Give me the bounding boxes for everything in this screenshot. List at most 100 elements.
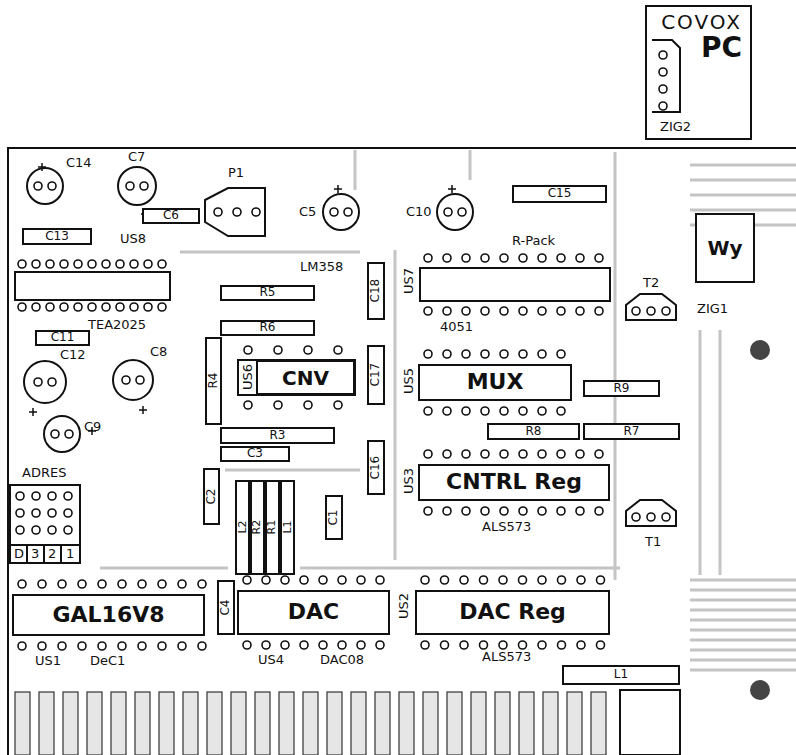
solder-pad	[424, 307, 432, 315]
solder-pad	[34, 378, 42, 386]
solder-pad	[158, 303, 166, 311]
solder-pad	[130, 260, 138, 268]
solder-pad	[647, 513, 655, 521]
solder-pad	[424, 450, 432, 458]
gold-finger	[279, 692, 294, 755]
part-designator: R5	[260, 286, 276, 299]
solder-pad	[557, 307, 565, 315]
solder-pad	[48, 509, 56, 517]
solder-pad	[557, 450, 565, 458]
gold-finger	[87, 692, 102, 755]
solder-pad	[481, 507, 489, 515]
gold-finger	[207, 692, 222, 755]
solder-pad	[32, 492, 40, 500]
part-designator: C4	[219, 599, 232, 615]
part-designator: R1	[266, 520, 278, 535]
solder-pad	[116, 260, 124, 268]
part-designator: C16	[369, 456, 382, 480]
solder-pad	[122, 376, 130, 384]
solder-pad	[557, 350, 565, 358]
inductor-outline: L1	[562, 665, 680, 685]
covox-connector	[652, 40, 680, 112]
solder-pad	[595, 450, 603, 458]
gold-finger	[399, 692, 414, 755]
solder-pad	[281, 576, 289, 584]
resistor-outline: R2	[250, 480, 265, 575]
solder-pad	[462, 307, 470, 315]
copper-traces	[100, 150, 796, 670]
solder-pad	[595, 254, 603, 262]
solder-pad	[441, 576, 449, 584]
part-label: P1	[228, 166, 244, 180]
inductor-outline: L1	[280, 480, 295, 575]
solder-pad	[499, 576, 507, 584]
connector-outline: Wy	[695, 213, 755, 283]
part-label: C8	[150, 345, 167, 359]
part-designator: C2	[205, 488, 218, 504]
solder-pad	[557, 254, 565, 262]
part-label: US4	[258, 653, 284, 667]
solder-pad	[262, 641, 270, 649]
solder-pad	[576, 307, 584, 315]
solder-pad	[500, 407, 508, 415]
part-title: DAC	[288, 600, 339, 624]
part-designator: C3	[247, 447, 263, 460]
solder-pad	[458, 208, 466, 216]
resistor-outline: R1	[265, 480, 280, 575]
capacitor-outline: C11	[35, 330, 90, 346]
solder-pad	[538, 450, 546, 458]
solder-pad	[481, 407, 489, 415]
capacitor-outline: C2	[203, 468, 220, 525]
solder-pad	[462, 507, 470, 515]
solder-pad	[118, 580, 126, 588]
solder-pad	[32, 526, 40, 534]
part-designator: R8	[526, 425, 542, 438]
solder-pad	[58, 580, 66, 588]
part-label: US6	[241, 364, 255, 390]
gold-finger	[39, 692, 54, 755]
part-label: ADRES	[22, 466, 66, 480]
solder-pad	[262, 576, 270, 584]
capacitor-outline: C3	[220, 446, 290, 462]
resistor-outline: R5	[220, 285, 315, 301]
solder-pad	[58, 642, 66, 650]
solder-pad	[64, 526, 72, 534]
gold-finger	[351, 692, 366, 755]
ic-body: CNV	[256, 360, 355, 395]
solder-pad	[274, 401, 282, 409]
solder-pad	[51, 430, 59, 438]
address-jumper	[10, 485, 80, 563]
board-notch	[620, 690, 680, 755]
part-label: ALS573	[482, 520, 531, 534]
solder-pad	[304, 346, 312, 354]
part-label: DAC08	[320, 653, 364, 667]
solder-pad	[102, 303, 110, 311]
solder-pad	[576, 507, 584, 515]
gold-finger	[543, 692, 558, 755]
solder-pad	[424, 350, 432, 358]
ic-body: DAC	[237, 590, 390, 635]
solder-pad	[500, 254, 508, 262]
gold-finger	[423, 692, 438, 755]
solder-pad	[144, 303, 152, 311]
part-designator: R7	[624, 425, 640, 438]
board-outline	[8, 148, 796, 755]
part-title: PC	[701, 33, 742, 64]
solder-pad	[140, 182, 148, 190]
solder-pad	[538, 641, 546, 649]
solder-pad	[443, 407, 451, 415]
solder-pad	[38, 580, 46, 588]
solder-pad	[300, 641, 308, 649]
solder-pad	[647, 307, 655, 315]
part-designator: C18	[369, 279, 382, 303]
part-label: C9	[84, 420, 101, 434]
capacitor-outline: C15	[512, 185, 607, 203]
solder-pad	[421, 576, 429, 584]
solder-pad	[178, 642, 186, 650]
solder-pad	[88, 260, 96, 268]
solder-pad	[178, 580, 186, 588]
part-label: D	[14, 547, 24, 561]
solder-pad	[424, 507, 432, 515]
part-label: C10	[406, 205, 432, 219]
solder-pad	[519, 507, 527, 515]
